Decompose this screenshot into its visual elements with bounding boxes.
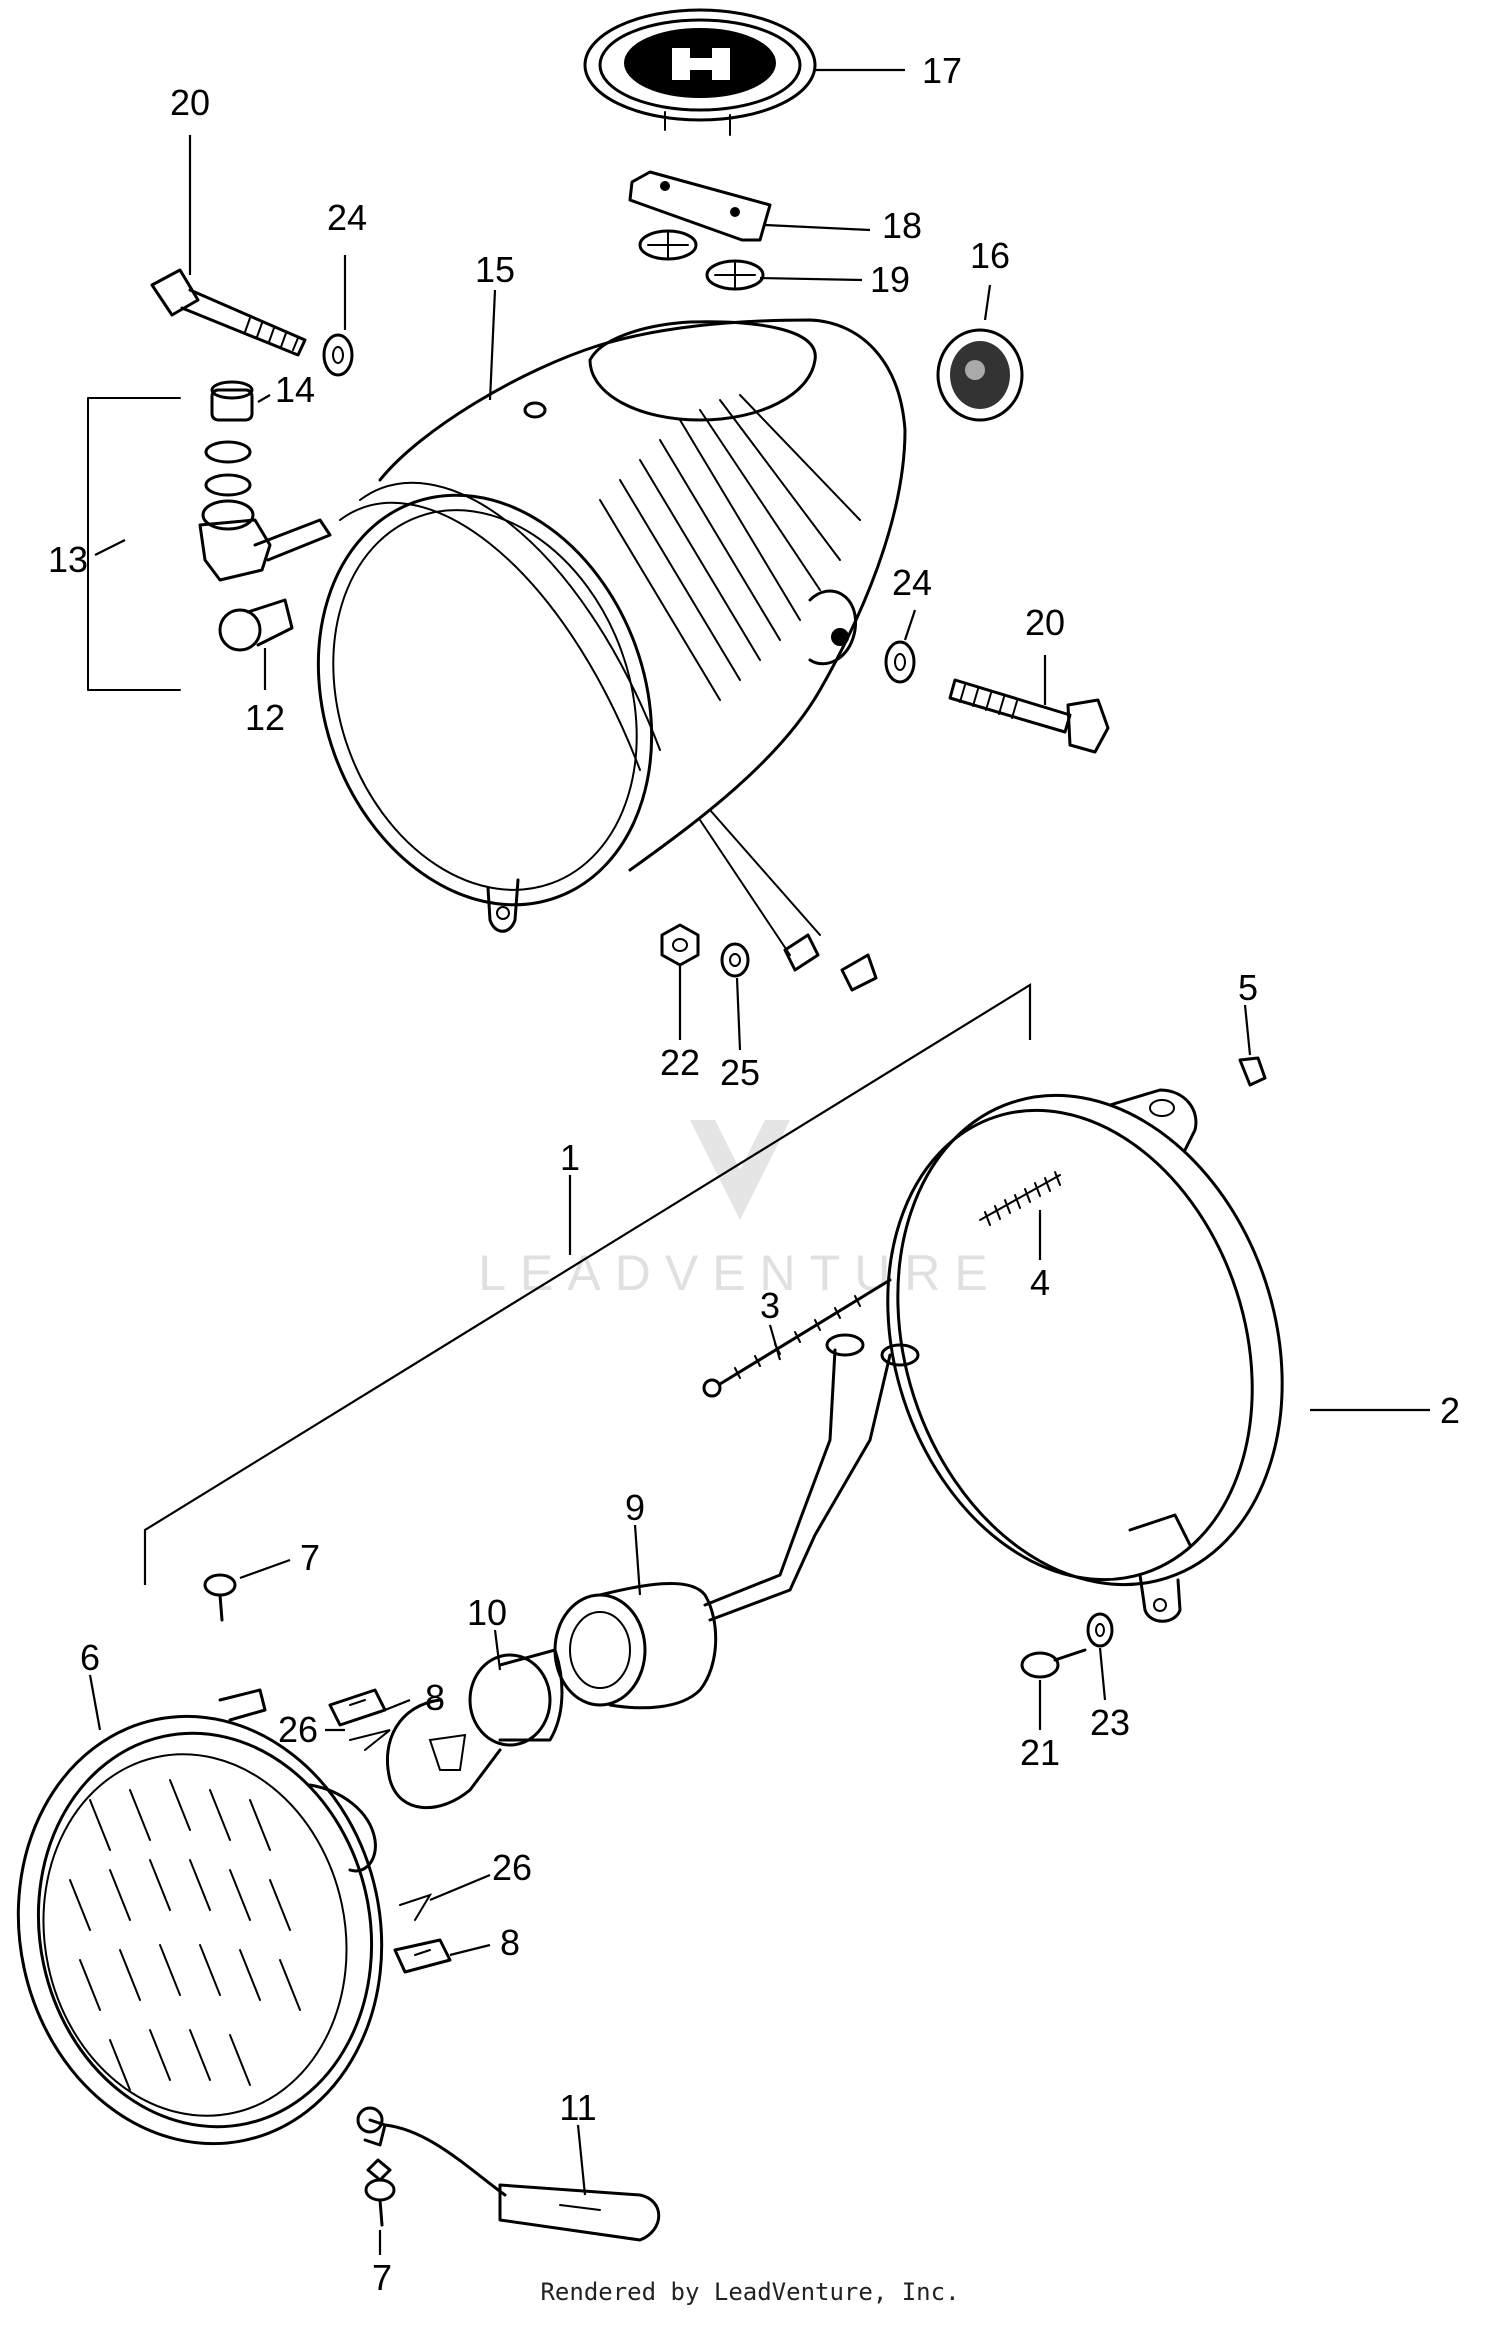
callout-20-upper: 20 [170,82,210,123]
part-8-clip-lower [393,1938,452,1974]
part-18-plate [628,170,772,242]
part-24-washer-upper [322,333,354,377]
part-19-clips [638,229,765,291]
group-1-bracket [143,983,1032,1585]
part-13-indicator-assembly [87,397,332,691]
leader-lines [88,68,1430,2255]
callout-1: 1 [560,1137,580,1178]
callout-23: 23 [1090,1702,1130,1743]
part-24-washer-lower [884,640,916,684]
part-14-cap [210,380,254,422]
callout-7-upper: 7 [300,1537,320,1578]
part-2-rim [886,1088,1284,1623]
callout-26-lower: 26 [492,1847,532,1888]
callout-18: 18 [882,205,922,246]
callout-5: 5 [1238,967,1258,1008]
part-12-bulb [218,598,294,652]
part-15-headlight-case [316,318,907,992]
callout-12: 12 [245,697,285,738]
callout-3: 3 [760,1285,780,1326]
callout-7-lower: 7 [372,2257,392,2298]
part-4-spring [979,1171,1061,1226]
callout-24-upper: 24 [327,197,367,238]
callout-9: 9 [625,1487,645,1528]
part-6-headlight-unit [16,1688,387,2147]
part-10-bulb [385,1648,564,1810]
part-7-screw-upper [203,1573,237,1622]
watermark: LEADVENTURE [478,1120,1002,1301]
callout-20-lower: 20 [1025,602,1065,643]
part-22-nut [660,923,700,967]
watermark-text: LEADVENTURE [478,1245,1002,1301]
part-5-nut [1238,1056,1267,1087]
part-26-spring-lower [399,1893,433,1921]
callout-8-upper: 8 [425,1677,445,1718]
part-17-emblem [583,8,817,136]
callout-labels: 1 2 3 4 5 6 7 7 8 8 9 10 11 12 13 14 15 … [48,50,1460,2298]
callout-2: 2 [1440,1390,1460,1431]
callout-8-lower: 8 [500,1922,520,1963]
part-21-screw [1020,1648,1087,1679]
callout-10: 10 [467,1592,507,1633]
part-11-wire [356,2106,661,2242]
callout-17: 17 [922,50,962,91]
part-23-washer [1086,1612,1114,1648]
part-7-screw-lower [364,2158,396,2227]
part-26-spring-upper [349,1729,391,1751]
part-16-grommet [936,328,1024,422]
callout-25: 25 [720,1052,760,1093]
part-25-washer [720,942,750,978]
footer-credit: Rendered by LeadVenture, Inc. [540,2278,960,2306]
part-8-clip-upper [328,1688,387,1727]
callout-16: 16 [970,235,1010,276]
callout-24-lower: 24 [892,562,932,603]
part-20-bolt-lower [948,678,1110,754]
callout-4: 4 [1030,1262,1050,1303]
callout-19: 19 [870,259,910,300]
callout-21: 21 [1020,1732,1060,1773]
callout-22: 22 [660,1042,700,1083]
callout-13: 13 [48,539,88,580]
part-20-bolt-upper [150,268,307,357]
callout-15: 15 [475,249,515,290]
callout-6: 6 [80,1637,100,1678]
callout-26-upper: 26 [278,1709,318,1750]
part-9-socket [553,1333,920,1710]
callout-11: 11 [559,2087,596,2128]
callout-14: 14 [275,369,315,410]
